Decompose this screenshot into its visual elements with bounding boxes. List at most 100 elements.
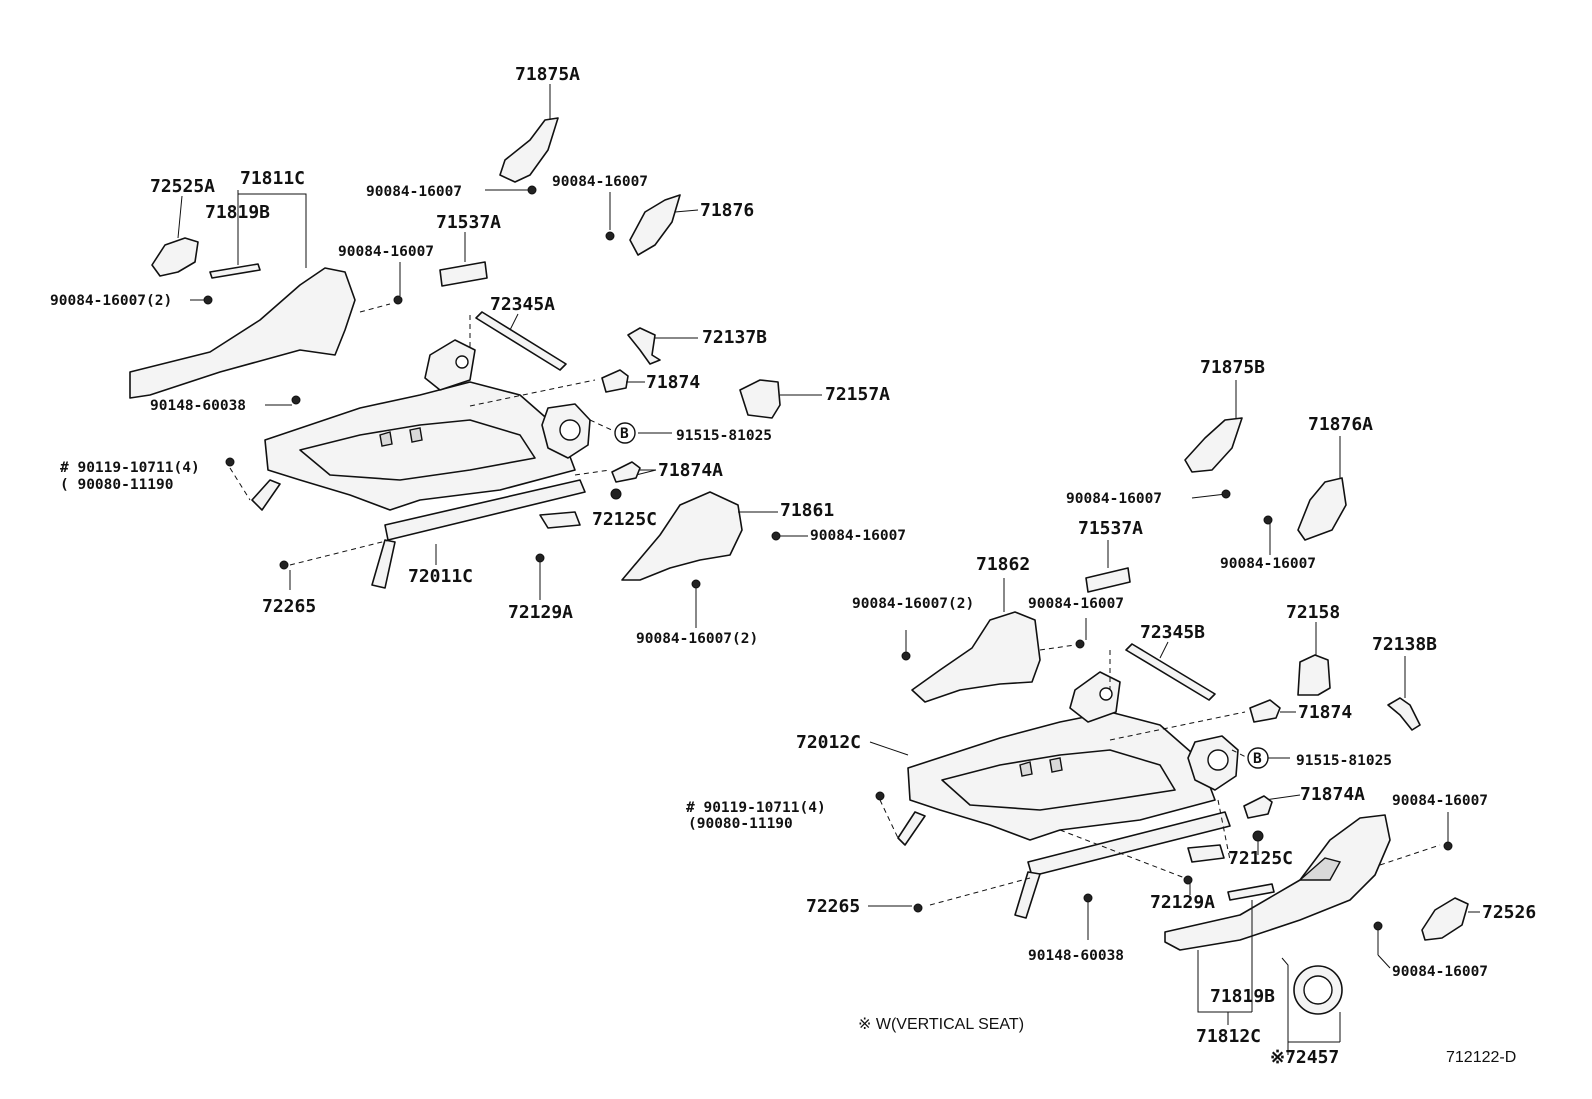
label-71874A-right: 71874A: [1300, 784, 1365, 805]
diagram-id: 712122-D: [1446, 1049, 1516, 1066]
b-marker-icon: [1247, 747, 1269, 769]
bolt-icon: [691, 579, 701, 589]
label-90148-60038-left: 90148-60038: [150, 398, 246, 414]
label-90084-16007-2-mid: 90084-16007(2): [636, 631, 758, 647]
label-72265-left: 72265: [262, 596, 316, 617]
label-71537A-right: 71537A: [1078, 518, 1143, 539]
bolt-icon: [1221, 489, 1231, 499]
bolt-icon: [875, 791, 885, 801]
shield-71861-shape: [621, 491, 743, 581]
label-71874-left: 71874: [646, 372, 700, 393]
label-90084-16007-c: 90084-16007: [338, 244, 434, 260]
label-91515-81025-left: 91515-81025: [676, 428, 772, 444]
label-71874-right: 71874: [1298, 702, 1352, 723]
label-72265-right: 72265: [806, 896, 860, 917]
label-72345B: 72345B: [1140, 622, 1205, 643]
rod-72345B-shape: [1125, 643, 1216, 701]
bolt-icon: [203, 295, 213, 305]
label-90084-16007-h: 90084-16007: [1392, 793, 1488, 809]
bolt-icon: [771, 531, 781, 541]
b-marker-label-right: B: [1253, 751, 1262, 767]
label-71819B-right: 71819B: [1210, 986, 1275, 1007]
cover-71876-shape: [629, 194, 681, 256]
bolt-icon: [913, 903, 923, 913]
bracket-72138B-shape: [1387, 697, 1421, 731]
pad-71537A-shape-r: [1085, 567, 1131, 593]
label-90080-11190-right: (90080-11190: [688, 816, 793, 832]
label-71874A-left: 71874A: [658, 460, 723, 481]
label-72137B: 72137B: [702, 327, 767, 348]
bolt-icon: [1252, 830, 1264, 842]
cover-71875A-shape: [499, 117, 559, 183]
bolt-icon: [901, 651, 911, 661]
label-72125C-right: 72125C: [1228, 848, 1293, 869]
clip-71874-shape-r: [1249, 699, 1281, 723]
label-72157A: 72157A: [825, 384, 890, 405]
bolt-icon: [1443, 841, 1453, 851]
bolt-icon: [1183, 875, 1193, 885]
label-71537A-left: 71537A: [436, 212, 501, 233]
shield-71811C-shape: [129, 267, 356, 399]
clip-71874A-shape-l: [611, 461, 641, 483]
label-90084-16007-a: 90084-16007: [366, 184, 462, 200]
label-90084-16007-2-left: 90084-16007(2): [50, 293, 172, 309]
bolt-icon: [1373, 921, 1383, 931]
knob-72525A-shape: [151, 237, 199, 277]
label-71812C: 71812C: [1196, 1026, 1261, 1047]
pad-71537A-shape: [439, 261, 488, 287]
cover-72158-shape: [1297, 654, 1331, 696]
rod-72345A-shape: [475, 311, 567, 371]
label-72457: ※72457: [1270, 1047, 1339, 1068]
b-marker-label-left: B: [620, 426, 629, 442]
strip-71819B-shape: [209, 263, 261, 279]
label-72129A-right: 72129A: [1150, 892, 1215, 913]
label-71819B-left: 71819B: [205, 202, 270, 223]
label-71876A: 71876A: [1308, 414, 1373, 435]
label-90084-16007-e: 90084-16007: [1066, 491, 1162, 507]
label-71862: 71862: [976, 554, 1030, 575]
label-72158: 72158: [1286, 602, 1340, 623]
label-72138B: 72138B: [1372, 634, 1437, 655]
bolt-icon: [1075, 639, 1085, 649]
footnote-vertical-seat: ※ W(VERTICAL SEAT): [858, 1016, 1024, 1033]
label-71876: 71876: [700, 200, 754, 221]
label-90148-60038-right: 90148-60038: [1028, 948, 1124, 964]
bolt-icon: [1083, 893, 1093, 903]
shield-71812C-shape: [1164, 814, 1391, 951]
label-71875B: 71875B: [1200, 357, 1265, 378]
part-labels: 71875A 72525A 71811C 71819B 90084-16007 …: [50, 64, 1536, 1068]
strip-71819B-shape-r: [1227, 883, 1275, 901]
label-72011C: 72011C: [408, 566, 473, 587]
bolt-icon: [527, 185, 537, 195]
bolt-icon: [279, 560, 289, 570]
bolt-icon: [610, 488, 622, 500]
bolt-icon: [393, 295, 403, 305]
b-marker-icon: [614, 422, 636, 444]
bolt-icon: [535, 553, 545, 563]
bracket-72137B-shape: [627, 327, 661, 365]
clip-71874-shape-l: [601, 369, 629, 393]
label-90080-11190-left: ( 90080-11190: [60, 477, 174, 493]
label-71875A: 71875A: [515, 64, 580, 85]
label-91515-81025-right: 91515-81025: [1296, 753, 1392, 769]
label-71861: 71861: [780, 500, 834, 521]
clip-71874A-shape-r: [1243, 795, 1273, 819]
label-90084-16007-2-right: 90084-16007(2): [852, 596, 974, 612]
label-72526: 72526: [1482, 902, 1536, 923]
bolt-icon: [1263, 515, 1273, 525]
seat-frame-left: [129, 84, 822, 628]
label-72125C-left: 72125C: [592, 509, 657, 530]
label-71811C: 71811C: [240, 168, 305, 189]
bolt-icon: [291, 395, 301, 405]
label-90119-10711-left: # 90119-10711(4): [60, 460, 200, 476]
label-90119-10711-right: # 90119-10711(4): [686, 800, 826, 816]
label-90084-16007-d: 90084-16007: [810, 528, 906, 544]
cover-71876A-shape: [1297, 477, 1347, 541]
label-72345A: 72345A: [490, 294, 555, 315]
bolt-icon: [605, 231, 615, 241]
label-90084-16007-i: 90084-16007: [1392, 964, 1488, 980]
label-72129A-left: 72129A: [508, 602, 573, 623]
label-90084-16007-f: 90084-16007: [1220, 556, 1316, 572]
cover-71875B-shape: [1184, 417, 1243, 473]
label-72525A: 72525A: [150, 176, 215, 197]
